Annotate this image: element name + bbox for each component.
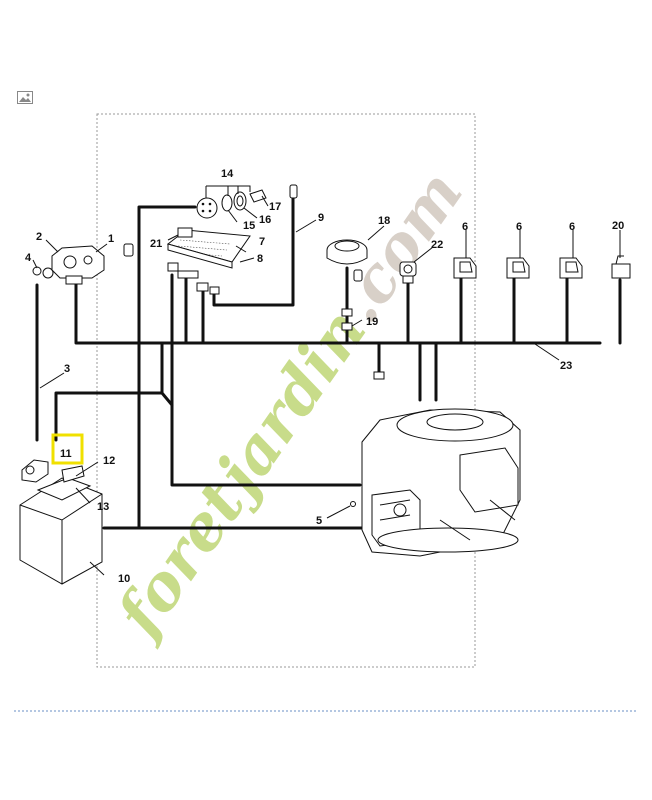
wire-harness — [35, 195, 622, 530]
watermark: foretjardin.com — [100, 158, 477, 652]
fuse-part — [289, 184, 298, 199]
callout-18: 18 — [378, 215, 390, 227]
ignition-switch — [51, 245, 105, 285]
callout-13: 13 — [97, 501, 109, 513]
dotted-frame — [96, 113, 476, 668]
callout-23: 23 — [560, 360, 572, 372]
callout-2: 2 — [36, 231, 42, 243]
callout-labels: 1 2 3 4 5 6 6 6 7 8 9 10 11 12 13 14 15 … — [25, 168, 624, 585]
callout-3: 3 — [64, 363, 70, 375]
micro-switch — [611, 255, 631, 279]
callout-14: 14 — [221, 168, 234, 180]
leader-lines — [32, 185, 621, 576]
switch-6b — [506, 257, 530, 279]
battery — [19, 459, 103, 585]
callout-7: 7 — [259, 236, 265, 248]
callout-10: 10 — [118, 573, 130, 585]
screw-part — [350, 501, 356, 507]
callout-20: 20 — [612, 220, 624, 232]
round-component — [326, 239, 368, 265]
callout-5: 5 — [316, 515, 322, 527]
callout-15: 15 — [243, 220, 255, 232]
callout-22: 22 — [431, 239, 443, 251]
switch-6a — [453, 257, 477, 279]
callout-1: 1 — [108, 233, 114, 245]
image-icon — [17, 91, 33, 104]
circuit-board — [166, 227, 251, 269]
engine — [361, 408, 521, 557]
callout-6a: 6 — [462, 221, 468, 233]
nut-part — [32, 266, 54, 279]
callout-12: 12 — [103, 455, 115, 467]
switch-assembly — [196, 189, 267, 219]
callout-11: 11 — [60, 448, 72, 460]
svg-text:foretjardin.com: foretjardin.com — [100, 158, 477, 652]
callout-9: 9 — [318, 212, 324, 224]
callout-8: 8 — [257, 253, 263, 265]
callout-6b: 6 — [516, 221, 522, 233]
watermark-text-b: jardin — [195, 295, 380, 516]
harness-connectors — [123, 243, 385, 380]
callout-6c: 6 — [569, 221, 575, 233]
callout-4: 4 — [25, 252, 32, 264]
callout-21: 21 — [150, 238, 162, 250]
watermark-text-a: foret — [100, 468, 259, 652]
callout-19: 19 — [366, 316, 378, 328]
highlight-box — [51, 433, 84, 465]
switch-6c — [559, 257, 583, 279]
callout-17: 17 — [269, 201, 281, 213]
sensor-part — [399, 261, 417, 284]
callout-16: 16 — [259, 214, 271, 226]
